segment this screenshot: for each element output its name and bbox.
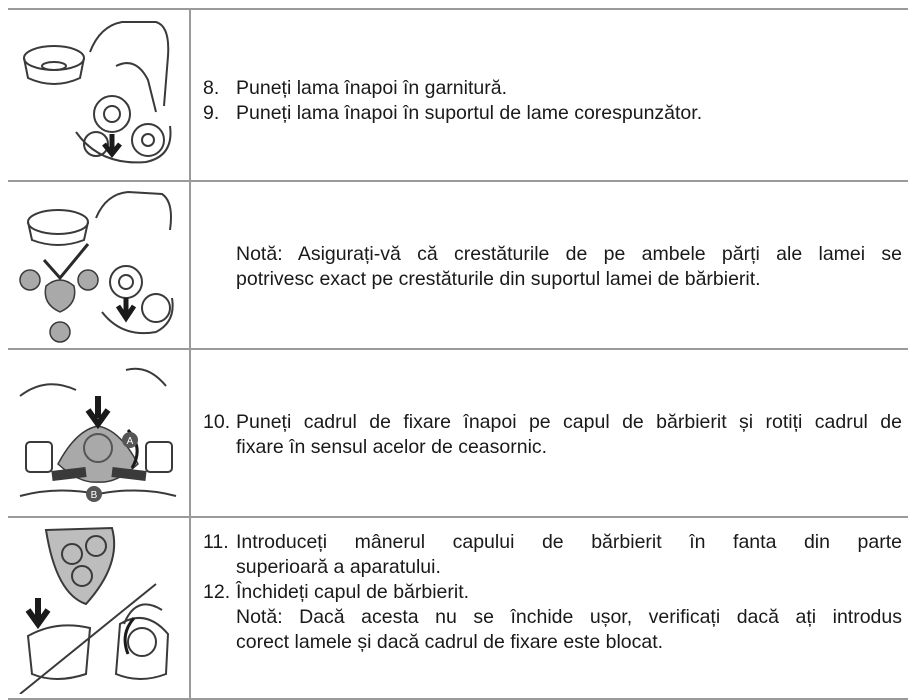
step-text-line-1: Introduceți mânerul capului de bărbierit…	[236, 531, 902, 553]
step-number: 8.	[203, 77, 220, 99]
step-text-line-2: Notă: Dacă acesta nu se închide ușor, ve…	[236, 606, 902, 628]
instruction-row-2: Notă: Asigurați-vă că crestăturile de pe…	[8, 180, 908, 350]
marker-a-label: A	[127, 436, 134, 447]
instruction-text-cell-2: Notă: Asigurați-vă că crestăturile de pe…	[203, 182, 902, 350]
step-text: Puneți lama înapoi în garnitură.	[236, 77, 508, 99]
note-line-2: potrivesc exact pe crestăturile din supo…	[236, 268, 761, 290]
step-number: 12.	[203, 581, 231, 603]
illustration-cell-1	[8, 10, 191, 182]
illustration-cell-4	[8, 518, 191, 698]
step-number: 11.	[203, 531, 229, 553]
instruction-text-cell-1: 8. Puneți lama înapoi în garnitură. 9. P…	[203, 10, 902, 182]
step-text: Puneți lama înapoi în suportul de lame c…	[236, 102, 703, 124]
step-text-line-2: superioară a aparatului.	[236, 556, 441, 578]
instruction-text-cell-4: 11. Introduceți mânerul capului de bărbi…	[203, 518, 902, 698]
instruction-row-4: 11. Introduceți mânerul capului de bărbi…	[8, 516, 908, 700]
instruction-row-3: A B 10. Puneți cadrul de fixare înapoi p…	[8, 348, 908, 518]
blade-into-guard-illustration	[23, 21, 172, 164]
step-text-line-2: fixare în sensul acelor de ceasornic.	[236, 436, 548, 458]
step-text-line-1: Închideți capul de bărbierit.	[236, 581, 470, 603]
step-number: 9.	[203, 102, 220, 124]
illustration-cell-3: A B	[8, 350, 191, 518]
blade-notch-alignment-illustration	[19, 190, 174, 343]
marker-b-label: B	[91, 490, 98, 501]
retaining-frame-rotate-illustration: A B	[19, 367, 177, 502]
step-number: 10.	[203, 411, 231, 433]
step-text-line-3: corect lamele și dacă cadrul de fixare e…	[236, 631, 664, 653]
note-line-1: Notă: Asigurați-vă că crestăturile de pe…	[236, 243, 902, 265]
instruction-row-1: 8. Puneți lama înapoi în garnitură. 9. P…	[8, 8, 908, 182]
instruction-text-cell-3: 10. Puneți cadrul de fixare înapoi pe ca…	[203, 350, 902, 518]
step-text-line-1: Puneți cadrul de fixare înapoi pe capul …	[236, 411, 902, 433]
illustration-cell-2	[8, 182, 191, 350]
shaving-head-close-illustration	[19, 526, 170, 694]
